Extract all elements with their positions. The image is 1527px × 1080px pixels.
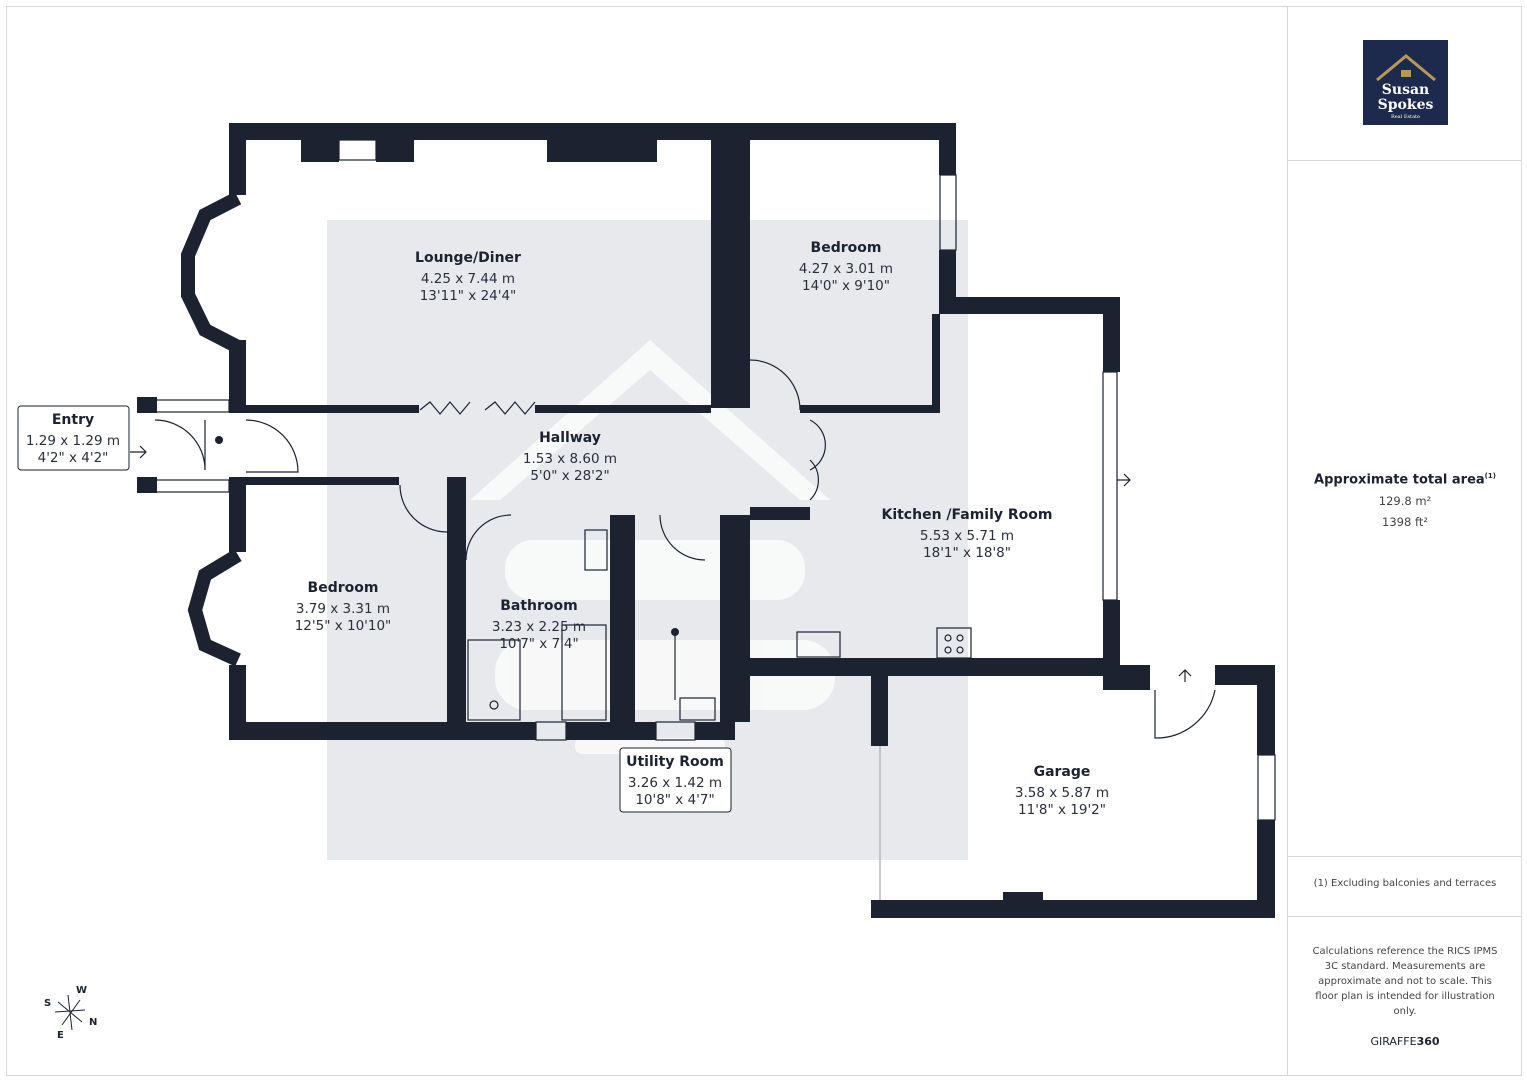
svg-text:11'8" x 19'2": 11'8" x 19'2"	[1018, 802, 1106, 818]
svg-text:Bedroom: Bedroom	[811, 240, 882, 256]
svg-text:S: S	[44, 998, 51, 1009]
svg-text:3.23 x 2.25 m: 3.23 x 2.25 m	[492, 619, 586, 635]
svg-text:1.53 x 8.60 m: 1.53 x 8.60 m	[523, 451, 617, 467]
room-kitchen-family: Kitchen /Family Room 5.53 x 5.71 m 18'1"…	[881, 507, 1052, 561]
svg-text:Kitchen /Family Room: Kitchen /Family Room	[881, 507, 1052, 523]
brand-logo: Susan Spokes Real Estate	[1363, 40, 1448, 125]
svg-text:12'5" x 10'10": 12'5" x 10'10"	[295, 618, 392, 634]
doors	[130, 139, 1276, 900]
svg-text:Hallway: Hallway	[539, 430, 601, 446]
svg-text:Bathroom: Bathroom	[500, 598, 578, 614]
svg-text:14'0" x 9'10": 14'0" x 9'10"	[802, 278, 890, 294]
svg-text:Lounge/Diner: Lounge/Diner	[415, 250, 521, 266]
svg-text:4.27 x 3.01 m: 4.27 x 3.01 m	[799, 261, 893, 277]
house-roof-icon	[1376, 54, 1436, 82]
svg-text:Garage: Garage	[1034, 764, 1091, 780]
svg-text:5.53 x 5.71 m: 5.53 x 5.71 m	[920, 528, 1014, 544]
room-garage: Garage 3.58 x 5.87 m 11'8" x 19'2"	[1015, 764, 1109, 818]
room-hallway: Hallway 1.53 x 8.60 m 5'0" x 28'2"	[523, 430, 617, 484]
svg-text:Utility Room: Utility Room	[626, 754, 724, 770]
svg-text:W: W	[76, 985, 87, 996]
svg-text:Bedroom: Bedroom	[308, 580, 379, 596]
svg-text:1.29 x 1.29 m: 1.29 x 1.29 m	[26, 433, 120, 449]
svg-text:3.58 x 5.87 m: 3.58 x 5.87 m	[1015, 785, 1109, 801]
svg-text:5'0" x 28'2": 5'0" x 28'2"	[530, 468, 609, 484]
svg-text:3.26 x 1.42 m: 3.26 x 1.42 m	[628, 775, 722, 791]
total-area-m2: 129.8 m²	[1378, 494, 1432, 508]
svg-text:18'1" x 18'8": 18'1" x 18'8"	[923, 545, 1011, 561]
room-bathroom: Bathroom 3.23 x 2.25 m 10'7" x 7'4"	[492, 598, 586, 652]
total-area-title: Approximate total area(1)	[1314, 472, 1496, 488]
svg-text:4'2" x 4'2": 4'2" x 4'2"	[38, 450, 109, 466]
info-panel: Susan Spokes Real Estate Approximate tot…	[1287, 6, 1522, 1076]
total-area-ft2: 1398 ft²	[1382, 515, 1428, 529]
room-utility: Utility Room 3.26 x 1.42 m 10'8" x 4'7"	[619, 747, 732, 813]
svg-text:10'7" x 7'4": 10'7" x 7'4"	[499, 636, 578, 652]
disclaimer: Calculations reference the RICS IPMS 3C …	[1312, 946, 1498, 1017]
svg-text:E: E	[57, 1030, 64, 1041]
giraffe360-brand: GIRAFFE360	[1370, 1035, 1440, 1048]
walls	[137, 123, 1275, 918]
svg-text:3.79 x 3.31 m: 3.79 x 3.31 m	[296, 601, 390, 617]
svg-text:10'8" x 4'7": 10'8" x 4'7"	[635, 792, 714, 808]
svg-text:Entry: Entry	[52, 412, 94, 428]
footnote: (1) Excluding balconies and terraces	[1313, 878, 1497, 889]
svg-text:4.25 x 7.44 m: 4.25 x 7.44 m	[421, 271, 515, 287]
room-bedroom-2: Bedroom 3.79 x 3.31 m 12'5" x 10'10"	[295, 580, 392, 634]
svg-text:13'11" x 24'4": 13'11" x 24'4"	[420, 288, 517, 304]
room-bedroom-1: Bedroom 4.27 x 3.01 m 14'0" x 9'10"	[799, 240, 893, 294]
page-frame	[6, 6, 1522, 1076]
svg-text:N: N	[89, 1017, 97, 1028]
room-entry: Entry 1.29 x 1.29 m 4'2" x 4'2"	[17, 405, 130, 471]
room-lounge-diner: Lounge/Diner 4.25 x 7.44 m 13'11" x 24'4…	[415, 250, 521, 304]
bay-windows	[181, 191, 242, 667]
compass-icon: W S N E	[44, 985, 97, 1041]
